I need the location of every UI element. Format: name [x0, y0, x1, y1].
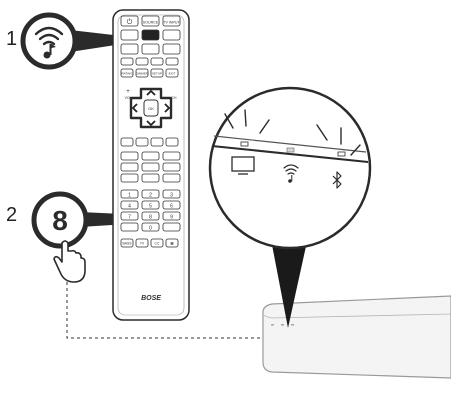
wifi-music-icon	[34, 26, 64, 46]
zoom-pointer	[268, 224, 310, 328]
setup-label: SETUP	[152, 72, 162, 76]
step-1-callout	[20, 12, 122, 70]
key-1: 1	[128, 193, 131, 199]
exit-label: EXIT	[169, 72, 176, 76]
ok-label: OK	[148, 106, 154, 111]
ch-label: CH	[172, 96, 177, 100]
cc-label: CC	[155, 242, 160, 246]
key-6: 6	[170, 204, 173, 210]
guide-label: ▦	[170, 242, 173, 246]
remote-bottom-row: BASS TV CC ▦	[120, 238, 179, 248]
power-button-label: ⏻	[127, 18, 133, 26]
vol-plus-label: +	[126, 89, 130, 95]
hand-pointer-icon	[53, 240, 86, 283]
key-4: 4	[128, 204, 131, 210]
key-0: 0	[149, 226, 152, 232]
tv-input-button-label: TV INPUT	[163, 21, 180, 25]
source-button-label: SOURCE	[143, 21, 159, 25]
tv-label: TV	[140, 242, 145, 246]
indicator-zoom-circle	[208, 86, 372, 250]
key-3: 3	[170, 193, 173, 199]
bose-logo: BOSE	[141, 295, 161, 302]
bluetooth-icon	[332, 171, 342, 189]
wifi-music-icon	[283, 164, 299, 175]
key-8: 8	[149, 215, 152, 221]
remote-menu-row	[120, 68, 179, 78]
remote-control: ⏻ SOURCE TV INPUT	[112, 9, 190, 321]
bass-label: BASS	[122, 242, 132, 246]
key-9: 9	[170, 215, 173, 221]
step-1-number: 1	[6, 28, 18, 50]
remote-number-pad: 1 2 3 4 5 6 7 8 9 0	[120, 189, 181, 232]
remote-nav-pad: + VOL CH OK	[125, 87, 177, 129]
step-2-number: 2	[6, 204, 18, 226]
remote-top-buttons: ⏻ SOURCE TV INPUT	[120, 15, 180, 27]
vol-label: VOL	[125, 96, 132, 100]
key-2: 2	[149, 193, 152, 199]
key-7: 7	[128, 215, 131, 221]
step-2-callout: 8	[31, 191, 145, 283]
rating-label: RATING	[121, 72, 133, 76]
key-5: 5	[149, 204, 152, 210]
tv-icon	[231, 156, 255, 175]
dimmer-label: DIMMER	[136, 72, 149, 76]
key-8-label: 8	[52, 205, 68, 236]
soundbar	[262, 295, 451, 379]
